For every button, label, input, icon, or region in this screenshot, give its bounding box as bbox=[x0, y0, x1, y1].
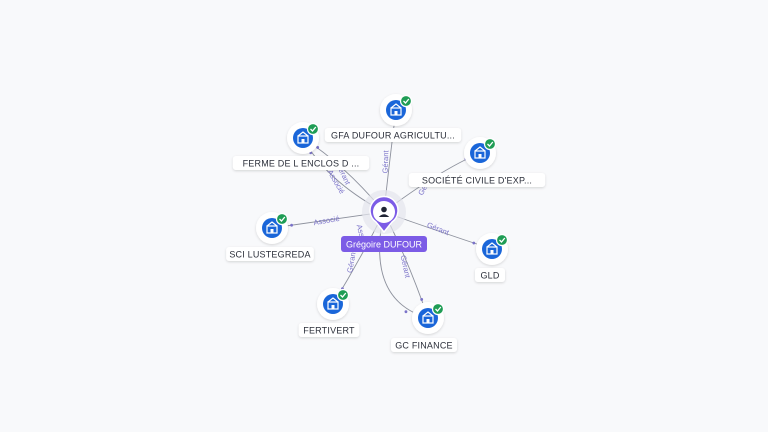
company-icon bbox=[422, 311, 434, 324]
company-icon bbox=[327, 297, 339, 310]
edge-label: Gérant bbox=[381, 149, 391, 173]
verified-check-icon bbox=[306, 122, 320, 136]
node-label-box bbox=[324, 128, 462, 142]
edge-arrow bbox=[316, 146, 320, 149]
node-label: GC FINANCE bbox=[395, 341, 453, 351]
edge-arrow bbox=[472, 241, 476, 245]
nodes-layer: GFA DUFOUR AGRICULTU... FERME DE L ENCLOS… bbox=[226, 94, 546, 352]
company-icon bbox=[390, 103, 402, 116]
company-node-gcfinance[interactable]: GC FINANCE bbox=[391, 302, 457, 352]
company-node-gld[interactable]: GLD bbox=[475, 233, 509, 282]
verified-check-icon bbox=[275, 212, 289, 226]
edge-label: Gérant bbox=[426, 220, 451, 237]
edge-arrow bbox=[404, 310, 408, 314]
person-pin-icon[interactable] bbox=[369, 195, 399, 234]
company-node-sci[interactable]: SCI LUSTEGREDA bbox=[226, 212, 314, 261]
company-node-ferme[interactable]: FERME DE L ENCLOS D ... bbox=[232, 122, 370, 170]
node-label-box bbox=[226, 247, 314, 261]
node-label: FERME DE L ENCLOS D ... bbox=[243, 159, 360, 169]
company-icon bbox=[474, 146, 486, 159]
node-label-box bbox=[391, 338, 457, 352]
verified-check-icon bbox=[399, 94, 413, 108]
edge-label: Gérant bbox=[399, 254, 413, 279]
node-label: FERTIVERT bbox=[303, 326, 355, 336]
company-icon bbox=[297, 131, 309, 144]
company-node-scea[interactable]: SOCIÉTÉ CIVILE D'EXP... bbox=[408, 137, 546, 187]
company-icon bbox=[266, 221, 278, 234]
verified-check-icon bbox=[483, 137, 497, 151]
node-label-box bbox=[408, 173, 546, 187]
edge-label: Associé bbox=[313, 214, 340, 227]
node-label: GFA DUFOUR AGRICULTU... bbox=[331, 131, 455, 141]
node-label: SOCIÉTÉ CIVILE D'EXP... bbox=[422, 176, 532, 186]
edge-arrow bbox=[420, 298, 424, 301]
verified-check-icon bbox=[495, 233, 509, 247]
center-node[interactable]: Grégoire DUFOUR bbox=[341, 190, 427, 252]
company-node-gfa[interactable]: GFA DUFOUR AGRICULTU... bbox=[324, 94, 462, 142]
node-label: GLD bbox=[480, 271, 499, 281]
company-icon bbox=[486, 242, 498, 255]
center-name: Grégoire DUFOUR bbox=[346, 240, 423, 250]
verified-check-icon bbox=[431, 302, 445, 316]
node-label-box bbox=[298, 323, 360, 337]
verified-check-icon bbox=[336, 288, 350, 302]
company-node-fertivert[interactable]: FERTIVERT bbox=[298, 288, 360, 337]
edge-label: Gérant bbox=[345, 249, 358, 274]
edge-arrow bbox=[290, 223, 293, 227]
node-label-box bbox=[475, 268, 505, 282]
node-label: SCI LUSTEGREDA bbox=[229, 250, 310, 260]
node-label-box bbox=[232, 156, 370, 170]
center-label-box bbox=[341, 236, 427, 252]
